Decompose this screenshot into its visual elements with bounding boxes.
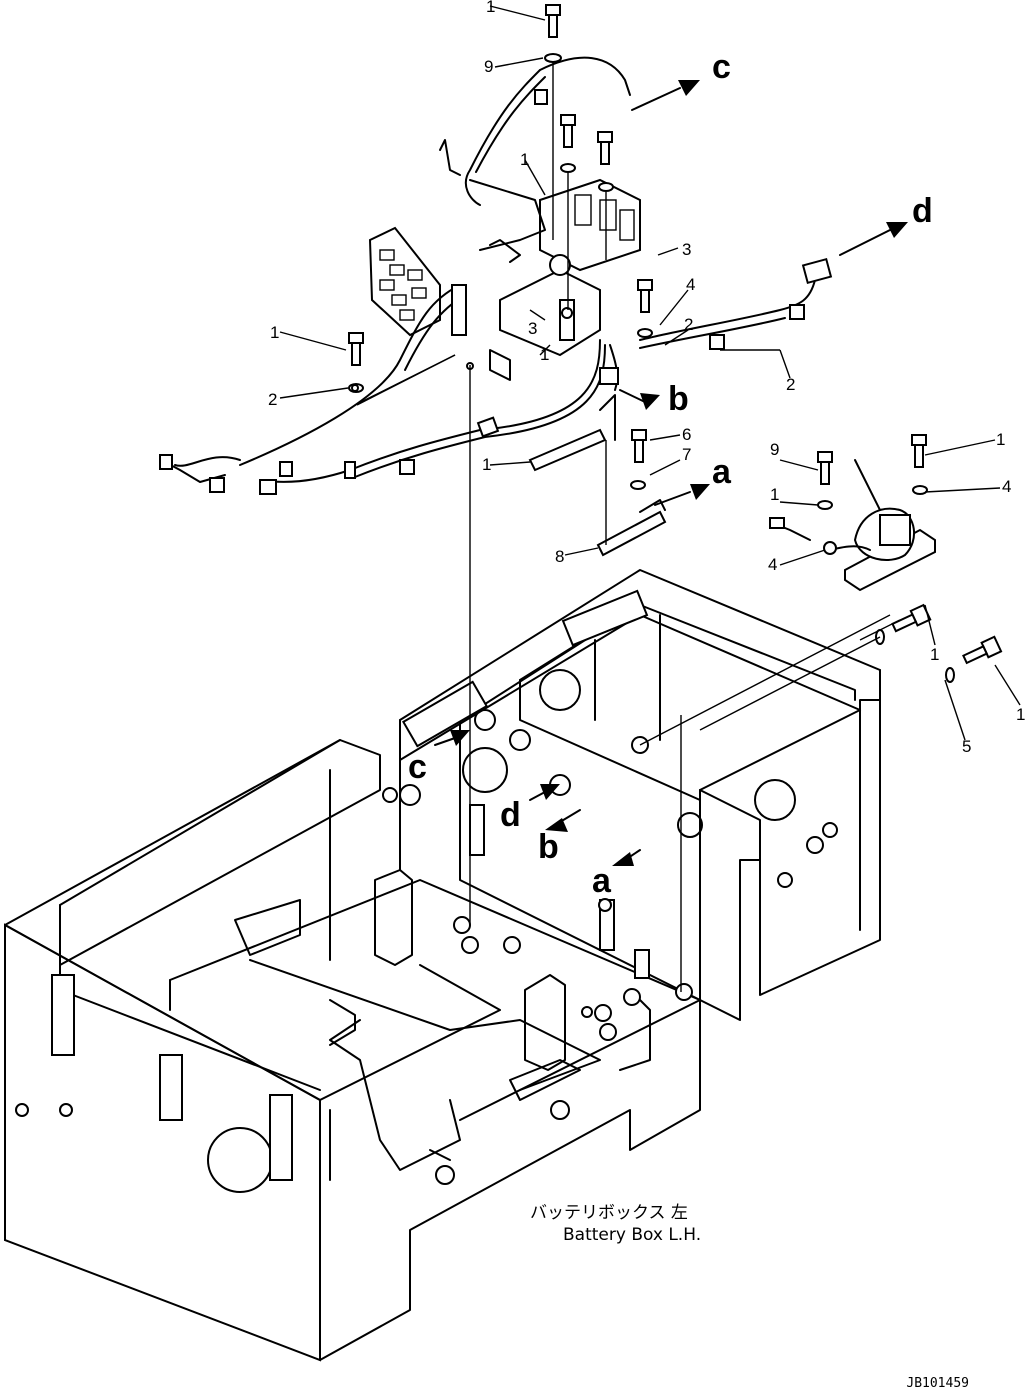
callout-arrows [434,80,908,866]
part-number: 4 [768,555,777,574]
arrow-icon [654,484,710,506]
part-number: 3 [528,319,537,338]
callout-c-top: c [712,48,731,86]
leader-lines [279,5,1021,992]
arrow-icon [631,80,700,111]
part-number: 4 [686,275,695,294]
part-number: 1 [482,455,491,474]
callout-d-top: d [912,192,933,230]
arrow-icon [434,730,470,746]
bolt-icon [891,603,932,633]
callout-a-top: a [712,453,732,491]
part-number: 1 [520,150,529,169]
part-number: 1 [1016,705,1025,724]
part-number: 2 [268,390,277,409]
callout-b-top: b [668,380,689,418]
bolt-icon [817,451,833,485]
arrow-icon [545,809,581,832]
callout-d-frame: d [500,796,521,834]
part-number: 1 [486,0,495,16]
bolt-icon [911,434,927,468]
part-number: 2 [786,375,795,394]
part-number: 2 [684,315,693,334]
arrow-icon [839,222,908,256]
bolt-icon [597,131,613,165]
arrow-icon [529,784,560,801]
drawing-code: JB101459 [906,1376,969,1391]
arrow-icon [612,849,641,866]
part-number: 5 [962,737,971,756]
arrow-icon [619,389,660,410]
part-number: 9 [770,440,779,459]
part-number: 4 [1002,477,1011,496]
bolts-and-washers [348,4,1003,683]
horn-assembly [769,459,936,592]
callout-a-frame: a [592,862,612,900]
part-number: 7 [682,445,691,464]
part-number: 9 [484,57,493,76]
part-number: 1 [930,645,939,664]
callout-b-frame: b [538,828,559,866]
callout-labels: c d b a c d b a [408,48,933,900]
wiring-harness [159,56,833,557]
battery-box-frame [4,569,881,1362]
frame-studs [15,736,838,1185]
bolt-icon [637,279,653,313]
callout-c-frame: c [408,748,427,786]
part-number: 1 [770,485,779,504]
caption-japanese: バッテリボックス 左 [530,1203,688,1223]
part-number: 1 [996,430,1005,449]
part-numbers: 1 9 1 2 3 1 1 3 4 2 2 1 6 7 8 9 1 4 1 4 … [268,0,1025,756]
part-number: 1 [540,345,549,364]
part-number: 6 [682,425,691,444]
part-number: 3 [682,240,691,259]
caption-english: Battery Box L.H. [563,1225,702,1245]
bolt-icon [560,114,576,148]
bolt-icon [545,4,561,38]
bolt-icon [631,429,647,463]
bolt-icon [348,332,364,366]
bolt-icon [962,635,1003,665]
part-number: 8 [555,547,564,566]
part-number: 1 [270,323,279,342]
